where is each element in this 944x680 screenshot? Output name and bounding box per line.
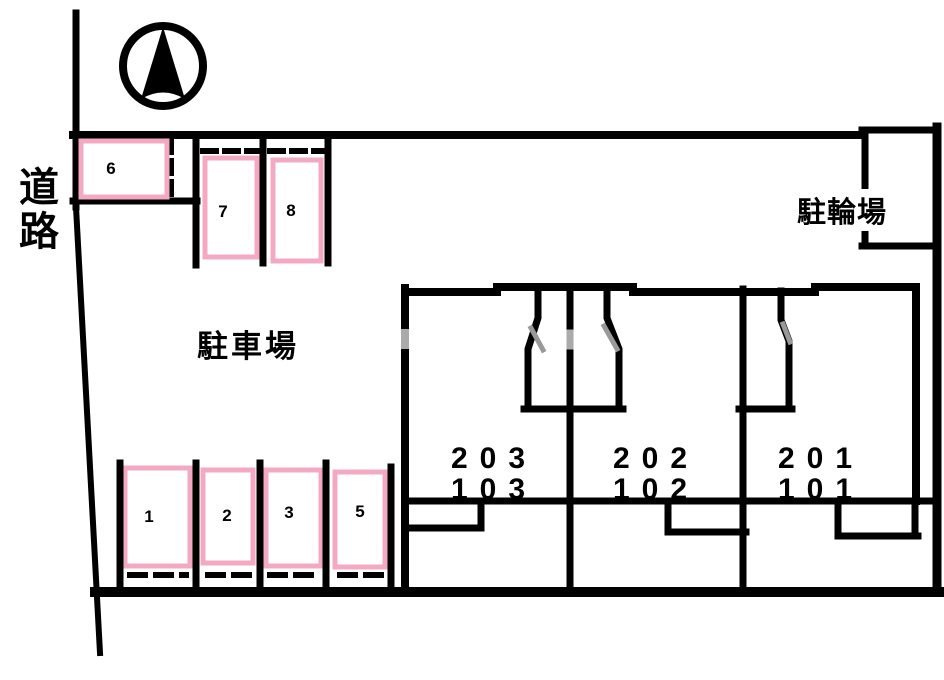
parking-space-number-7: 7 — [218, 202, 228, 221]
boundary-left-slant — [72, 203, 104, 657]
parking-space-number-6: 6 — [106, 159, 116, 178]
parking-stall-6 — [78, 138, 170, 200]
parking-space-number-3: 3 — [284, 503, 294, 522]
parking-stall-3 — [263, 467, 324, 569]
unit-upper: 202 — [612, 442, 700, 475]
unit-lower: 103 — [450, 473, 538, 506]
stair-marks — [401, 320, 794, 354]
parking-lot-label: 駐車場 — [197, 329, 299, 364]
compass-icon — [119, 22, 207, 110]
parking-space-number-2: 2 — [222, 506, 232, 525]
unit-lower: 102 — [612, 473, 700, 506]
parking-stall-7 — [202, 155, 260, 260]
building-outline — [401, 283, 941, 593]
entrance-stairwell-right — [735, 287, 796, 413]
unit-upper: 203 — [450, 442, 538, 475]
unit-lower: 101 — [777, 473, 865, 506]
parking-space-number-5: 5 — [355, 502, 365, 521]
bicycle-parking-label: 駐輪場 — [795, 189, 890, 231]
parking-space-number-8: 8 — [286, 201, 296, 220]
road-label: 道路 — [13, 166, 57, 254]
parking-stall-2 — [200, 467, 256, 566]
parking-space-number-1: 1 — [144, 507, 154, 526]
parking-stall-5 — [332, 469, 388, 570]
balcony-steps — [401, 497, 922, 540]
parking-stall-8 — [270, 157, 324, 264]
unit-upper: 201 — [777, 442, 865, 475]
parking-stall-1 — [122, 465, 193, 569]
